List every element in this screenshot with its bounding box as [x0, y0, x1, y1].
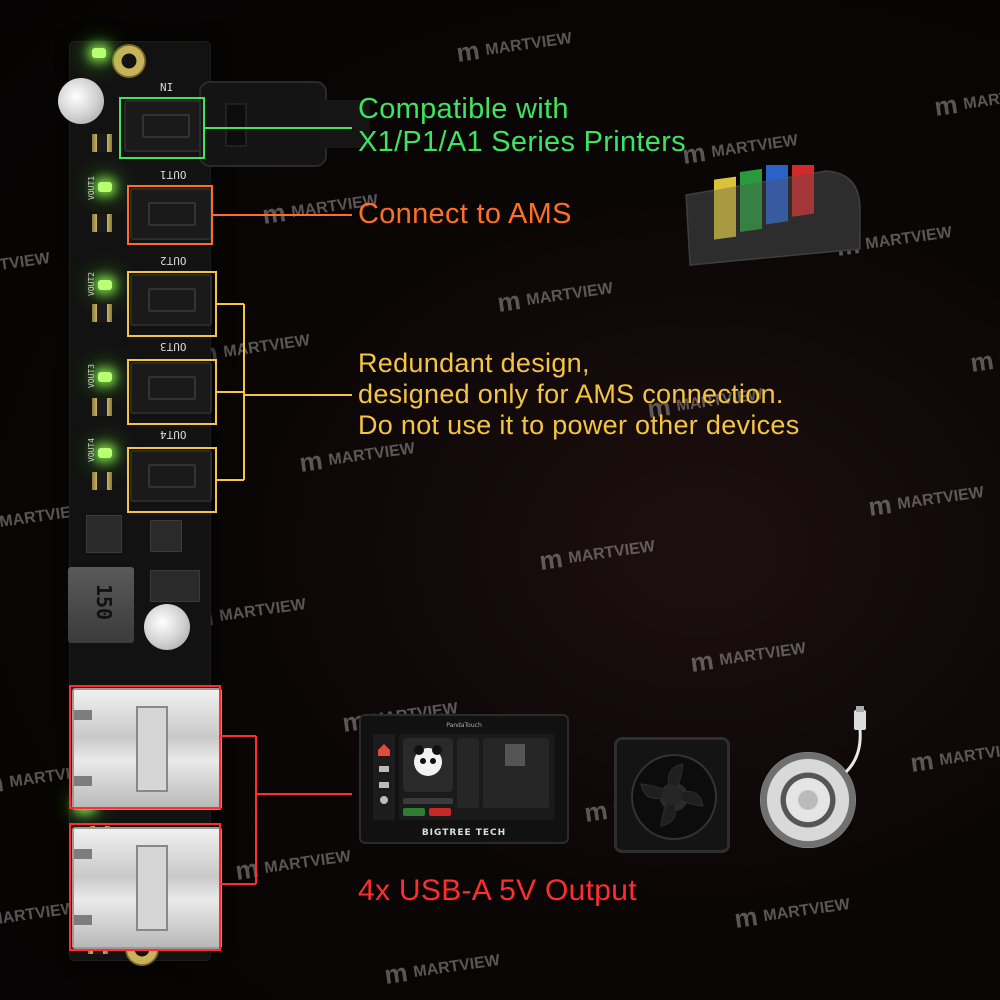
- capacitor: [144, 604, 190, 650]
- callout-line: Redundant design,: [358, 348, 590, 378]
- smd-component: [150, 520, 182, 552]
- input-cable: [199, 81, 370, 167]
- screen-main: [399, 734, 555, 820]
- touchscreen-device: PandaTouch BIGTREE TECH: [359, 714, 569, 844]
- status-led: [92, 48, 106, 58]
- redundant-callout: Redundant design, designed only for AMS …: [358, 348, 800, 441]
- callout-line: Compatible with: [358, 93, 569, 125]
- mounting-hole: [112, 44, 146, 78]
- connector-out2: [130, 274, 212, 326]
- smd-component: [92, 134, 112, 152]
- smd-component: [92, 472, 112, 490]
- capacitor: [58, 78, 104, 124]
- callout-line: Do not use it to power other devices: [358, 410, 800, 440]
- smd-component: [92, 304, 112, 322]
- connector-out3: [130, 362, 212, 414]
- status-led: [98, 372, 112, 382]
- status-led: [98, 280, 112, 290]
- inductor: [68, 567, 134, 643]
- connector-out4: [130, 450, 212, 502]
- fan-image: [614, 737, 730, 853]
- screen-brand: BIGTREE TECH: [421, 828, 507, 838]
- led-strip-image: [760, 752, 856, 848]
- usb-plug-icon: [844, 706, 866, 774]
- ams-callout: Connect to AMS: [358, 198, 572, 230]
- callout-line: designed only for AMS connection.: [358, 379, 784, 409]
- smd-component: [86, 515, 122, 553]
- connector-out1: [130, 188, 212, 240]
- ams-unit-image: [685, 165, 861, 266]
- callout-line: X1/P1/A1 Series Printers: [358, 126, 686, 158]
- home-icon: [378, 744, 390, 804]
- screen-sidebar: [373, 734, 395, 820]
- compatible-callout: Compatible with X1/P1/A1 Series Printers: [358, 93, 686, 159]
- fan-icon: [640, 763, 704, 827]
- usb-a-port: [72, 827, 222, 949]
- smd-component: [92, 398, 112, 416]
- usb-callout: 4x USB-A 5V Output: [358, 874, 637, 907]
- status-led: [98, 448, 112, 458]
- panda-icon: [403, 738, 549, 816]
- status-led: [98, 182, 112, 192]
- screen-header: PandaTouch: [446, 722, 482, 729]
- smd-component: [150, 570, 200, 602]
- smd-component: [92, 214, 112, 232]
